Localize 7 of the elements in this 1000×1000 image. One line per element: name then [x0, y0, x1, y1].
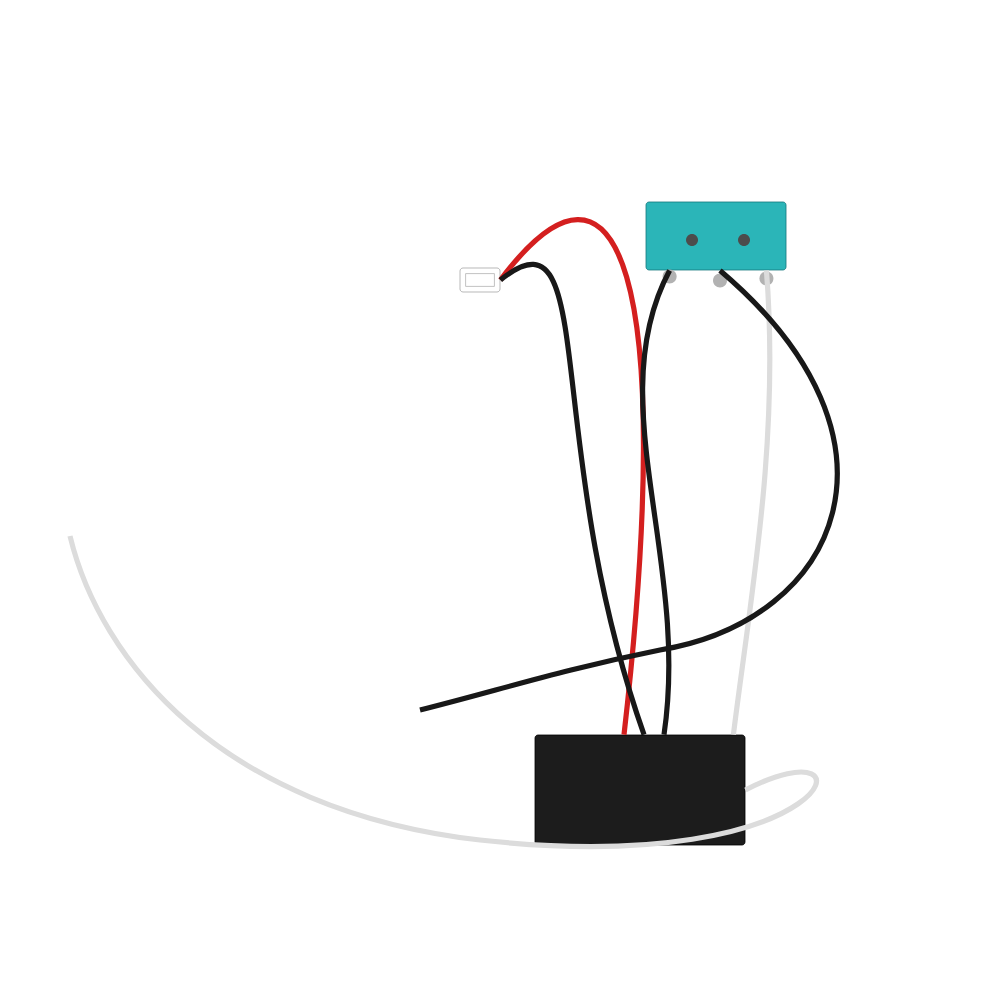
wire — [67, 535, 818, 849]
wire — [730, 270, 773, 735]
wire — [640, 269, 672, 735]
wire — [419, 268, 840, 713]
module-box — [534, 734, 746, 846]
plug-connector — [459, 267, 501, 293]
microswitch — [645, 201, 787, 288]
